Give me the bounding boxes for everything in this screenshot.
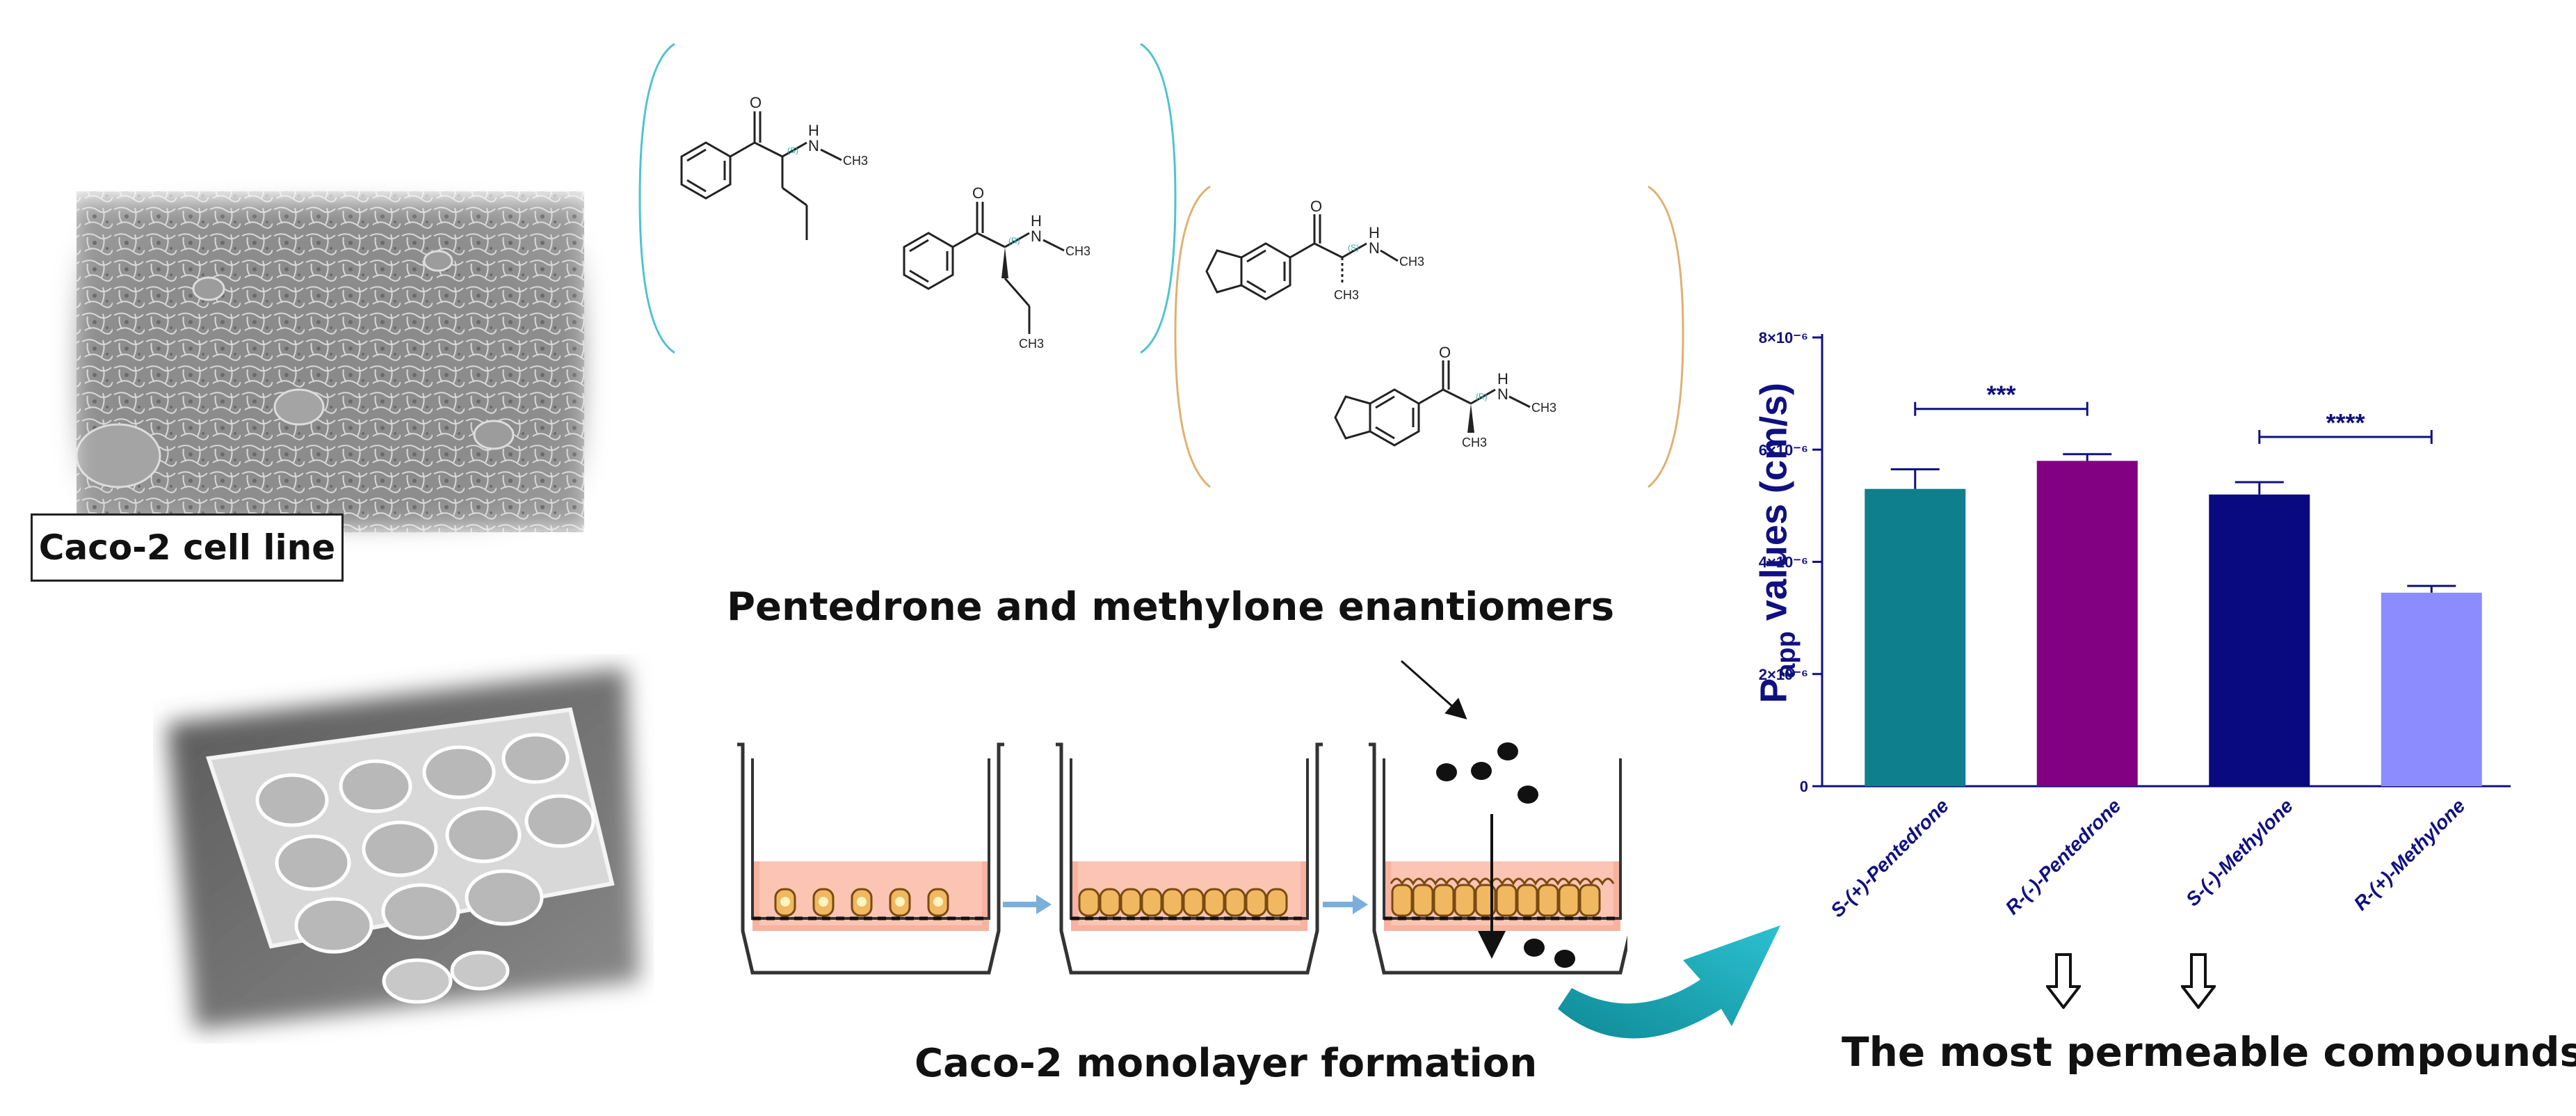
methylone-s-ch3-label: CH3: [1399, 255, 1424, 269]
pentedrone-r-o-label: O: [972, 184, 984, 202]
down-arrow-icon-1: [2044, 953, 2083, 1010]
y-tick-label-0: 0: [1800, 778, 1808, 795]
sig-label-0: ***: [1986, 381, 2015, 409]
pentedrone-r-h-label: H: [1031, 212, 1042, 230]
x-tick-label-2: S-(-)-Methylone: [2182, 795, 2297, 910]
x-tick-label-0: S-(+)-Pentedrone: [1826, 795, 1953, 921]
methylone-enantiomer-structures: O H N CH3 CH3 O H N CH3 CH3 (S) (R): [1168, 181, 1697, 494]
pentedrone-s-n-label: N: [808, 137, 819, 154]
y-axis-label-main: P: [1753, 678, 1795, 703]
pentedrone-s-ch3-label: CH3: [843, 154, 868, 168]
x-tick-label-3: R-(+)-Methylone: [2349, 795, 2469, 914]
methylone-r-ch3-label: CH3: [1531, 401, 1556, 415]
drug-molecules: [1436, 742, 1575, 968]
methylone-s-n-label: N: [1369, 239, 1380, 257]
bar-1: [2036, 461, 2138, 786]
pentedrone-r-stereo: (R): [1008, 236, 1020, 246]
methylone-r-n-label: N: [1497, 385, 1508, 403]
y-tick-label-1: 2×10⁻⁶: [1759, 666, 1808, 683]
monolayer-heading: Caco-2 monolayer formation: [915, 1041, 1538, 1086]
transwell-plate-image: [153, 654, 654, 1044]
pointer-arrow: [1401, 660, 1467, 719]
methylone-s-h-label: H: [1369, 224, 1380, 241]
curved-arrow: [1544, 904, 1794, 1071]
transwell-2: [1056, 742, 1323, 975]
pentedrone-r-ch3-label: CH3: [1065, 244, 1090, 258]
pentedrone-s-stereo: (S): [787, 145, 798, 155]
caco2-cell-line-label: Caco-2 cell line: [31, 513, 344, 582]
pentedrone-s-h-label: H: [808, 122, 819, 139]
methylone-s-stereo: (S): [1348, 243, 1359, 253]
bar-3: [2381, 592, 2482, 786]
bar-0: [1865, 488, 1966, 786]
methylone-r-ch3-down-label: CH3: [1462, 436, 1487, 449]
y-axis-label-sub: app: [1771, 631, 1801, 678]
most-permeable-heading: The most permeable compounds: [1842, 1028, 2576, 1076]
pentedrone-r-ch3-end-label: CH3: [1019, 337, 1044, 351]
papp-bar-chart: 0 2×10⁻⁶ 4×10⁻⁶ 6×10⁻⁶ 8×10⁻⁶ S-(+)-Pentedron…: [1739, 306, 2531, 974]
methylone-r-o-label: O: [1439, 344, 1451, 361]
methylone-r-h-label: H: [1497, 370, 1508, 388]
pentedrone-s-o-label: O: [750, 94, 762, 111]
y-tick-label-4: 8×10⁻⁶: [1759, 329, 1808, 346]
pentedrone-r-n-label: N: [1031, 228, 1042, 245]
pentedrone-enantiomer-structures: O H N CH3 O H N CH3 CH3 (S) (R): [633, 38, 1182, 358]
y-axis-label-rest: values (cm/s): [1753, 383, 1795, 632]
y-tick-label-3: 6×10⁻⁶: [1759, 441, 1808, 459]
enantiomers-heading: Pentedrone and methylone enantiomers: [727, 584, 1615, 630]
y-tick-label-2: 4×10⁻⁶: [1759, 554, 1808, 571]
methylone-s-ch3-down-label: CH3: [1334, 288, 1359, 302]
sig-label-1: ****: [2326, 408, 2365, 437]
methylone-s-o-label: O: [1310, 198, 1322, 215]
x-tick-label-1: R-(-)-Pentedrone: [2001, 795, 2125, 918]
methylone-r-stereo: (R): [1476, 392, 1488, 401]
caco2-micrograph: [28, 157, 633, 574]
down-arrow-icon-2: [2179, 953, 2218, 1010]
bar-2: [2209, 494, 2310, 786]
transwell-monolayer-diagram: [723, 647, 1632, 995]
transwell-1: [737, 742, 1004, 975]
transwell-3: [1369, 742, 1632, 975]
